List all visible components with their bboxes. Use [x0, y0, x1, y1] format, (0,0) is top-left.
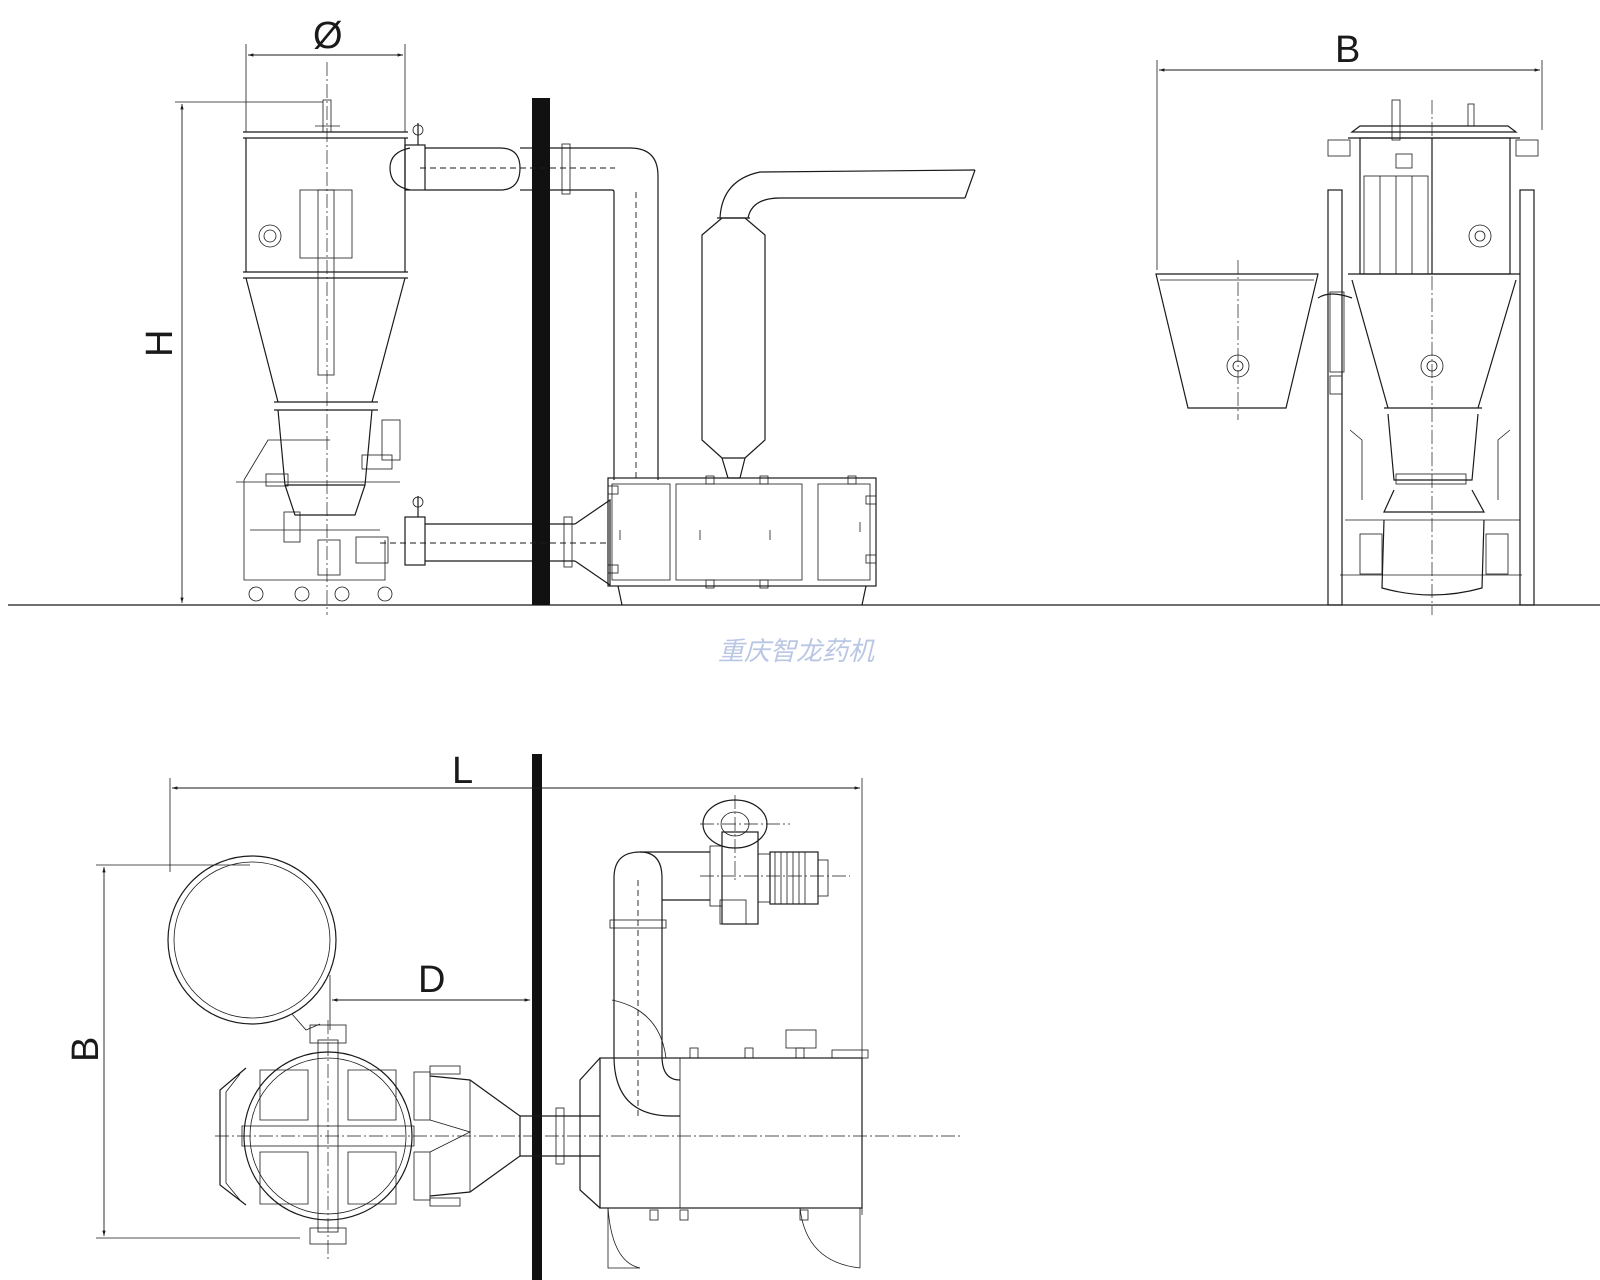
side-elevation-view: B [1155, 29, 1543, 615]
dimension-diameter: Ø [245, 15, 406, 132]
upper-exhaust-duct [389, 123, 659, 480]
silencer [701, 169, 976, 479]
dimension-label-diameter: Ø [313, 15, 343, 57]
lower-inlet-duct [355, 496, 611, 587]
watermark: 重庆智龙药机 [718, 637, 875, 667]
dimension-label-h: H [139, 330, 181, 357]
plan-view: L B D [65, 750, 960, 1280]
dimension-h: H [139, 101, 323, 603]
dimension-label-d: D [418, 959, 445, 1001]
air-handling-unit [607, 475, 877, 606]
front-elevation-view: H Ø [8, 15, 1600, 615]
dryer-body [236, 99, 408, 602]
dimension-label-side-b: B [1335, 29, 1360, 71]
front-wall [532, 98, 550, 605]
plan-wall [532, 754, 542, 1280]
dimension-label-l: L [452, 750, 473, 792]
dimension-label-plan-b: B [65, 1037, 107, 1062]
